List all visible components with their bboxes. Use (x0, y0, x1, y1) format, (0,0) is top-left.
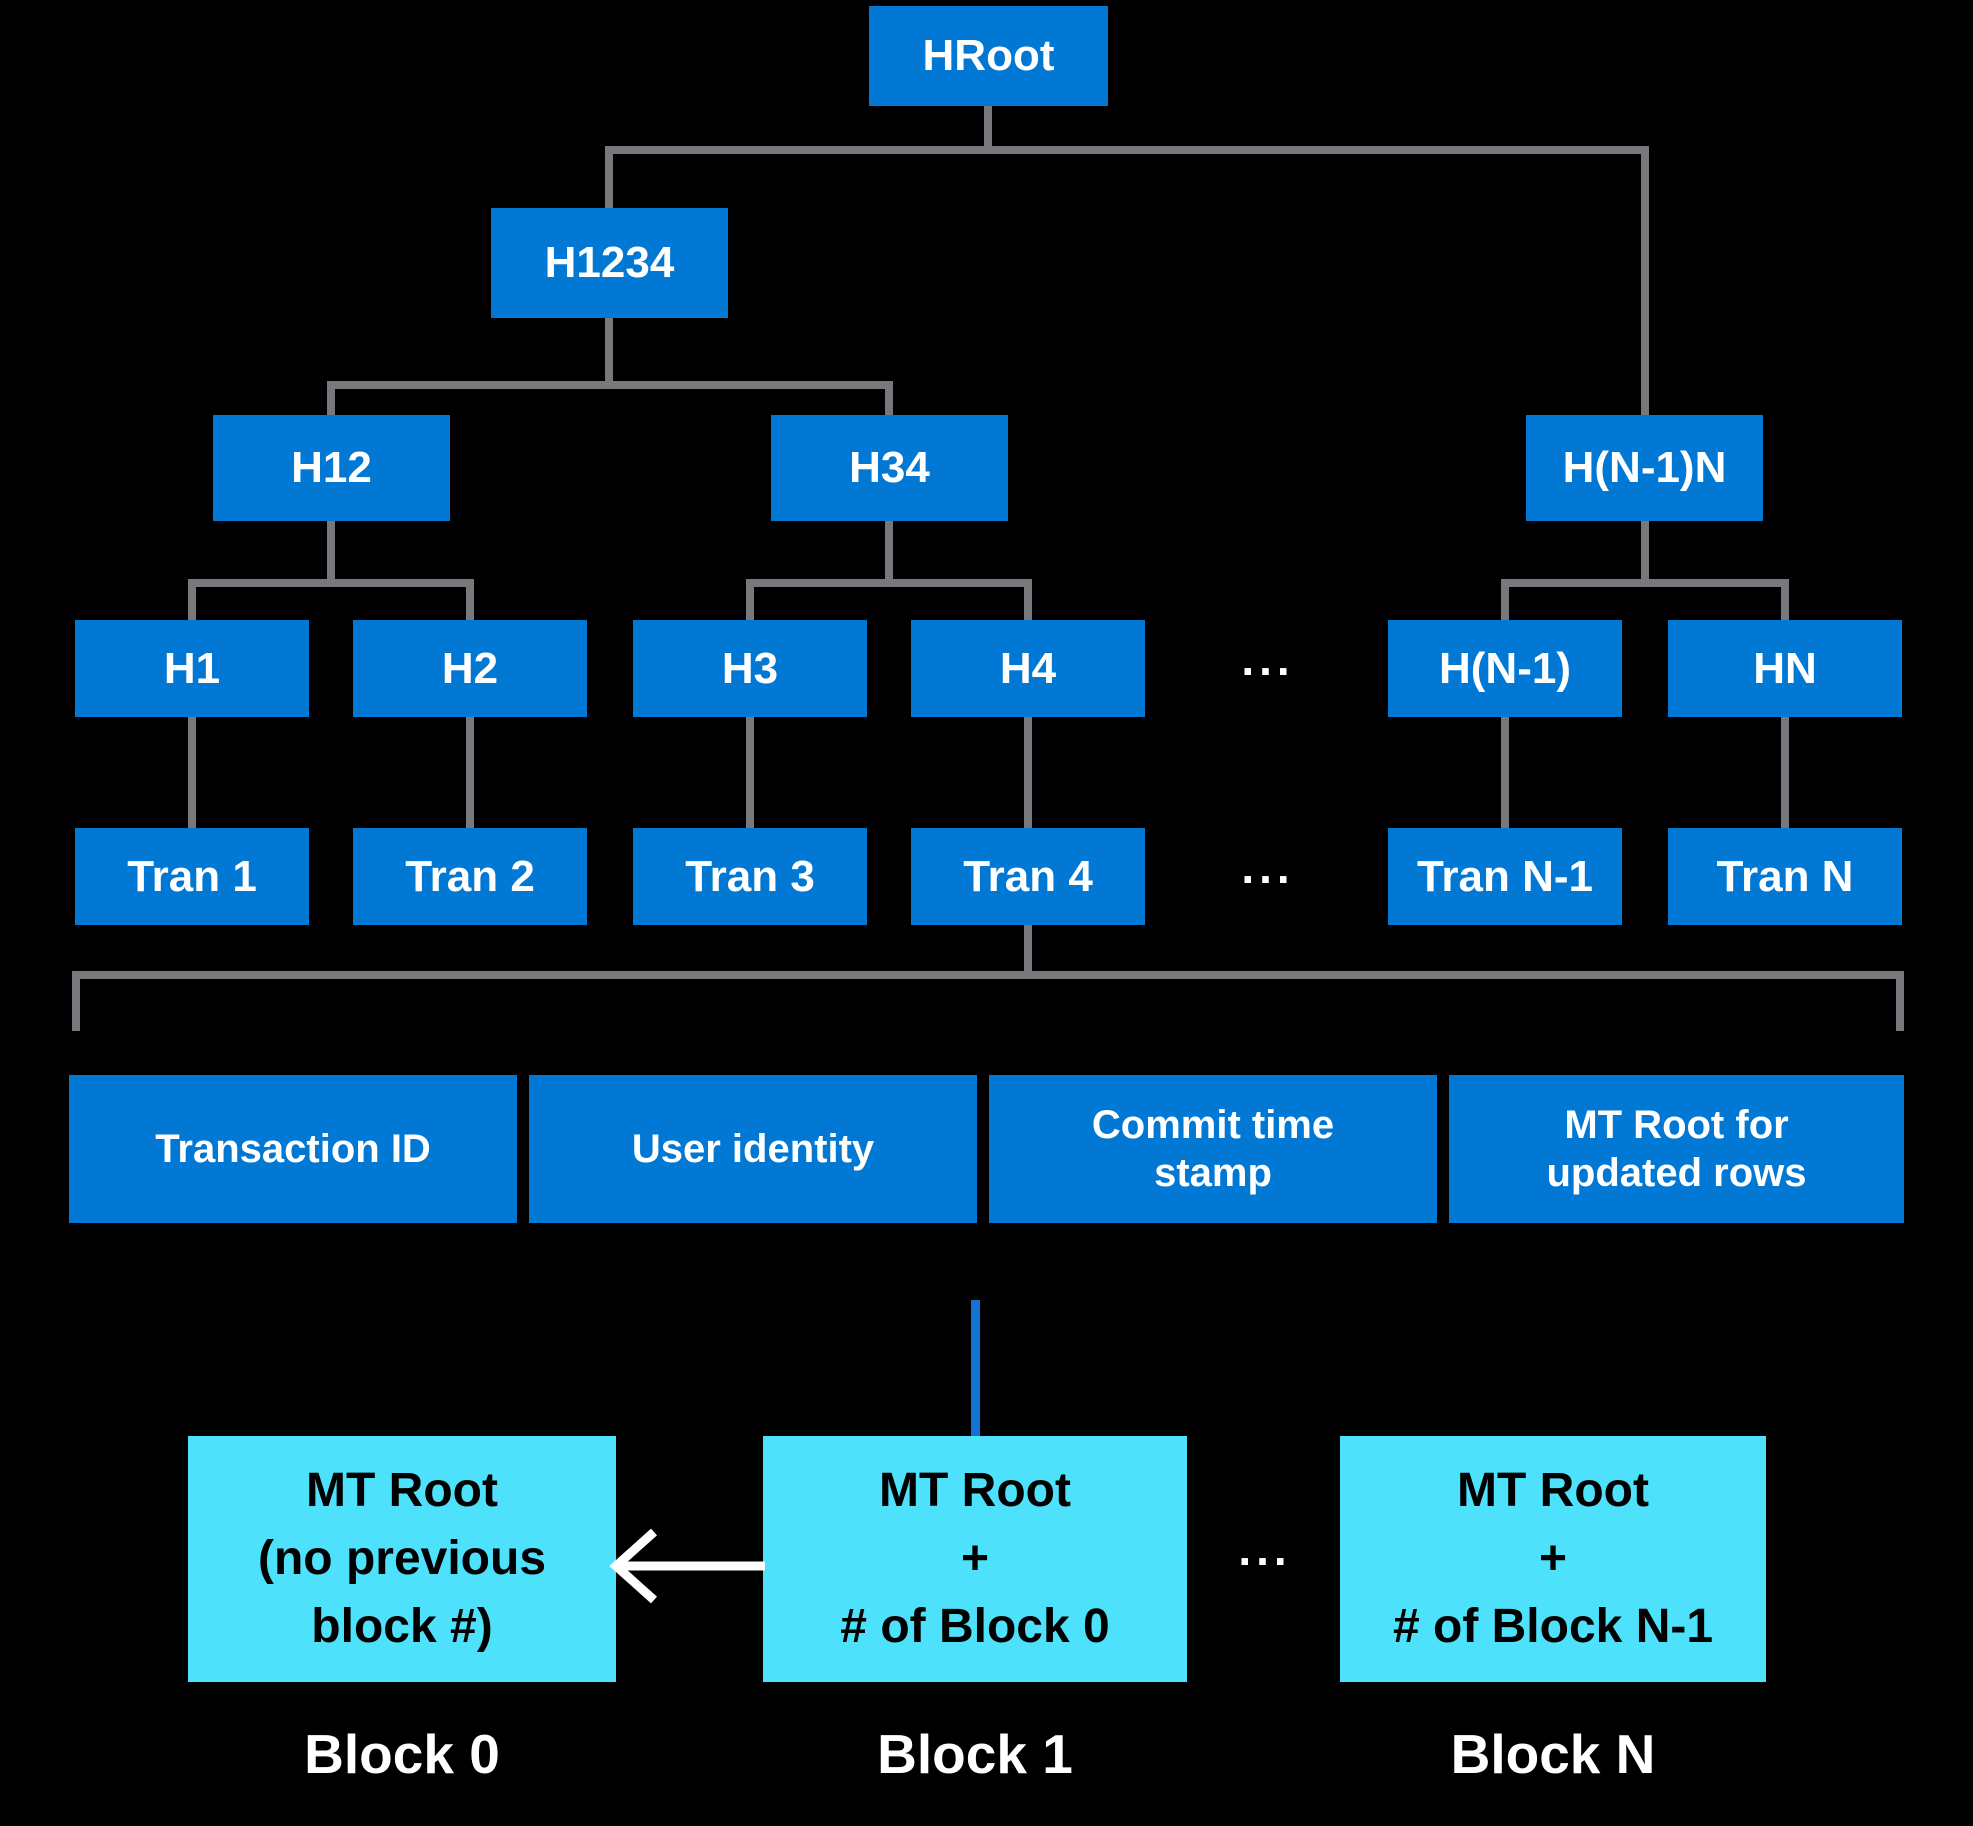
connector-h2-tran2 (466, 715, 474, 830)
block1-line2: + (960, 1531, 990, 1585)
connector-row-to-block1 (971, 1300, 980, 1437)
node-tran2-label: Tran 2 (405, 851, 535, 901)
field-transaction-id-label: Transaction ID (155, 1127, 431, 1171)
field-mt-root-updated-rows: MT Root for updated rows (1449, 1075, 1904, 1223)
block1-line1: MT Root (879, 1463, 1071, 1517)
field-user-identity: User identity (529, 1075, 977, 1223)
node-tran3-label: Tran 3 (685, 851, 815, 901)
connector-h3-tran3 (746, 715, 754, 830)
node-h2-label: H2 (441, 643, 499, 693)
connector-hn1n-bracket (1501, 579, 1789, 587)
block0-line1: MT Root (306, 1463, 498, 1517)
block0-line3: block #) (311, 1600, 493, 1654)
connector-down-to-hn1n (1641, 146, 1649, 419)
field-commit-time-stamp: Commit time stamp (989, 1075, 1437, 1223)
node-h1: H1 (75, 620, 309, 717)
connector-h1-tran1 (188, 715, 196, 830)
field-transaction-id: Transaction ID (69, 1075, 517, 1223)
node-tran3: Tran 3 (633, 828, 867, 925)
connector-hn-trann (1781, 715, 1789, 830)
block0-line2: (no previous (257, 1531, 547, 1585)
connector-hroot-stub (984, 104, 992, 154)
node-h12: H12 (213, 415, 450, 521)
node-h34-label: H34 (849, 443, 930, 492)
connector-down-to-h1234 (605, 146, 613, 212)
connector-down-to-h4 (1024, 579, 1032, 624)
node-tran4-label: Tran 4 (963, 851, 1093, 901)
node-trann-label: Tran N (1716, 851, 1854, 901)
ellipsis-hash-row: ... (1241, 632, 1295, 685)
field-mt-root-line2: updated rows (1546, 1151, 1807, 1195)
node-h4: H4 (911, 620, 1145, 717)
field-user-identity-label: User identity (631, 1127, 875, 1171)
node-h4-label: H4 (999, 643, 1057, 693)
node-hn-label: HN (1753, 643, 1817, 693)
connector-level1-horizontal (605, 146, 1649, 154)
node-hn1n: H(N-1)N (1526, 415, 1763, 521)
connector-down-to-h2 (466, 579, 474, 624)
connector-h1234-stub (605, 316, 613, 385)
node-hroot-label: HRoot (922, 31, 1055, 80)
connector-span-bracket-right-tick (1896, 971, 1904, 1031)
node-h3-label: H3 (721, 643, 779, 693)
field-commit-time-line1: Commit time (1091, 1103, 1335, 1147)
node-trann1: Tran N-1 (1388, 828, 1622, 925)
block0-box: MT Root (no previous block #) (188, 1436, 616, 1682)
connector-h34-bracket (746, 579, 1032, 587)
field-mt-root-line1: MT Root for (1564, 1103, 1789, 1147)
connector-hn1n-stub (1641, 519, 1649, 583)
node-hn1n-label: H(N-1)N (1562, 443, 1727, 492)
node-tran1: Tran 1 (75, 828, 309, 925)
prev-block-arrow-icon (609, 1528, 765, 1604)
blockn-line3: # of Block N-1 (1392, 1600, 1714, 1654)
node-h12-label: H12 (291, 443, 372, 492)
connector-tran4-stub (1024, 923, 1032, 979)
node-h2: H2 (353, 620, 587, 717)
connector-down-to-hn (1781, 579, 1789, 624)
node-hn1: H(N-1) (1388, 620, 1622, 717)
node-h1234-label: H1234 (544, 238, 675, 287)
node-tran1-label: Tran 1 (127, 851, 257, 901)
connector-down-to-hn1 (1501, 579, 1509, 624)
connector-h12-bracket (188, 579, 474, 587)
connector-down-to-h1 (188, 579, 196, 624)
connector-h34-stub (885, 519, 893, 583)
node-hn: HN (1668, 620, 1902, 717)
blockn-label: Block N (1450, 1723, 1656, 1785)
blockn-line1: MT Root (1457, 1463, 1649, 1517)
ellipsis-block-row: ... (1238, 1523, 1292, 1575)
block1-label: Block 1 (877, 1723, 1073, 1785)
node-tran2: Tran 2 (353, 828, 587, 925)
node-trann: Tran N (1668, 828, 1902, 925)
node-hn1-label: H(N-1) (1439, 643, 1571, 693)
connector-level2-horizontal (327, 381, 893, 389)
node-trann1-label: Tran N-1 (1416, 851, 1594, 901)
connector-down-to-h12 (327, 381, 335, 419)
node-tran4: Tran 4 (911, 828, 1145, 925)
connector-span-bracket-left-tick (72, 971, 80, 1031)
connector-span-bracket (72, 971, 1904, 979)
connector-hn1-trann1 (1501, 715, 1509, 830)
ellipsis-tran-row: ... (1241, 840, 1295, 893)
connector-h12-stub (327, 519, 335, 583)
blockn-box: MT Root + # of Block N-1 (1340, 1436, 1766, 1682)
connector-down-to-h34 (885, 381, 893, 419)
block1-line3: # of Block 0 (840, 1600, 1110, 1654)
node-hroot: HRoot (869, 6, 1108, 106)
node-h34: H34 (771, 415, 1008, 521)
block0-label: Block 0 (304, 1723, 500, 1785)
connector-h4-tran4 (1024, 715, 1032, 830)
connector-down-to-h3 (746, 579, 754, 624)
node-h1234: H1234 (491, 208, 728, 318)
block1-box: MT Root + # of Block 0 (763, 1436, 1187, 1682)
node-h3: H3 (633, 620, 867, 717)
field-commit-time-line2: stamp (1154, 1151, 1272, 1195)
blockn-line2: + (1538, 1531, 1568, 1585)
node-h1-label: H1 (163, 643, 221, 693)
